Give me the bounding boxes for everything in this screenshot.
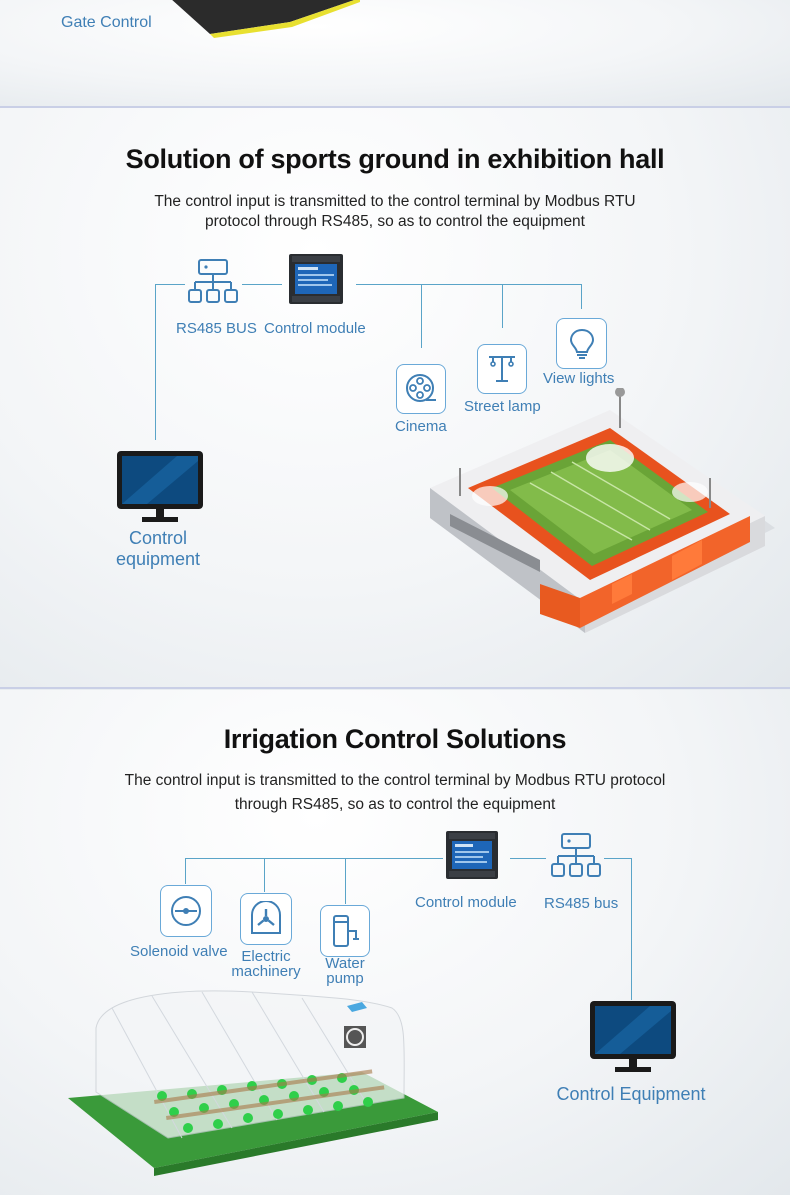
- sports-subtitle-line2: protocol through RS485, so as to control…: [205, 213, 585, 230]
- divider: [0, 106, 790, 108]
- control-module-device: [289, 254, 343, 304]
- water-pump-icon: [333, 915, 359, 947]
- film-reel-icon: [406, 374, 436, 402]
- light-bulb-icon: [569, 328, 594, 359]
- irrigation-subtitle-line1: The control input is transmitted to the …: [124, 772, 666, 789]
- street-lamp-label: Street lamp: [464, 398, 541, 415]
- fan-motor-icon: [251, 901, 281, 934]
- stadium-illustration: [430, 388, 775, 633]
- monitor-icon: [117, 451, 203, 522]
- solenoid-valve-icon-box: [160, 885, 212, 937]
- monitor-icon: [590, 1001, 676, 1072]
- irrigation-subtitle-line2: through RS485, so as to control the equi…: [234, 796, 556, 813]
- valve-icon: [171, 896, 201, 926]
- gate-device-image: [172, 0, 360, 38]
- irrigation-title: Irrigation Control Solutions: [223, 724, 567, 754]
- sports-title: Solution of sports ground in exhibition …: [125, 144, 665, 174]
- control-module-label: Control module: [264, 320, 366, 337]
- view-lights-label: View lights: [543, 370, 615, 387]
- electric-machinery-label-line2: machinery: [231, 963, 301, 980]
- network-bus-icon: [188, 259, 238, 303]
- rs485-bus-label: RS485 BUS: [176, 320, 257, 337]
- rs485-bus-label: RS485 bus: [544, 895, 619, 912]
- control-module-label: Control module: [415, 894, 517, 911]
- sports-subtitle-line1: The control input is transmitted to the …: [154, 193, 636, 210]
- control-equipment-label-line2: equipment: [115, 549, 201, 569]
- divider: [0, 687, 790, 689]
- control-equipment-label: Control Equipment: [556, 1084, 706, 1104]
- sports-ground-section: Solution of sports ground in exhibition …: [0, 108, 790, 687]
- irrigation-section: Irrigation Control Solutions The control…: [0, 690, 790, 1195]
- control-module-device: [446, 831, 498, 879]
- water-pump-label-line2: pump: [326, 970, 364, 987]
- electric-machinery-icon-box: [240, 893, 292, 945]
- gate-control-label: Gate Control: [61, 14, 152, 31]
- control-equipment-label-line1: Control: [128, 528, 188, 548]
- greenhouse-illustration: [68, 990, 438, 1176]
- cinema-label: Cinema: [395, 418, 447, 435]
- water-pump-label-line1: Water: [325, 955, 365, 972]
- solenoid-valve-label: Solenoid valve: [130, 943, 228, 960]
- view-lights-icon-box: [556, 318, 607, 369]
- gate-control-section: Gate Control: [0, 0, 790, 106]
- cinema-icon-box: [396, 364, 446, 414]
- street-lamp-icon: [489, 356, 515, 382]
- water-pump-icon-box: [320, 905, 370, 957]
- network-bus-icon: [551, 833, 601, 877]
- electric-machinery-label-line1: Electric: [241, 948, 291, 965]
- street-lamp-icon-box: [477, 344, 527, 394]
